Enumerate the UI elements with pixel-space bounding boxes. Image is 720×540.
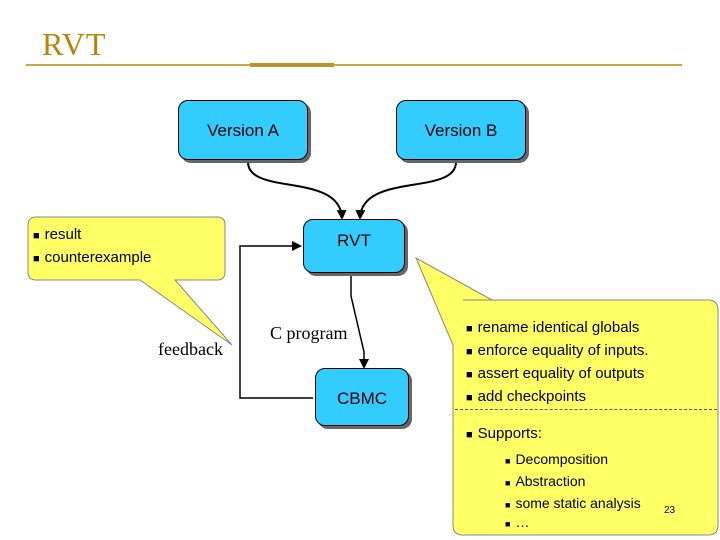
rvt-step-item: ■assert equality of outputs <box>466 365 645 382</box>
rvt-to-cbmc-arrow <box>350 274 369 369</box>
rvt-step-item: ■enforce equality of inputs. <box>466 342 649 359</box>
version-a-to-rvt-arrow <box>247 161 347 220</box>
feedback-label: feedback <box>158 339 223 359</box>
title-underline-accent <box>250 63 334 67</box>
version-b-to-rvt-arrow <box>355 161 457 220</box>
supports-list: ■Decomposition ■Abstraction ■some static… <box>505 449 641 531</box>
version-a-label: Version A <box>207 121 279 140</box>
result-callout-balloon <box>27 216 233 346</box>
supports-item: ■… <box>505 514 530 530</box>
version-b-label: Version B <box>424 121 498 140</box>
result-callout-item: ■counterexample <box>33 249 152 266</box>
result-callout-item: ■result <box>33 226 82 243</box>
version-a-box: Version A <box>178 100 308 160</box>
title-underline <box>26 64 682 66</box>
rvt-box: RVT <box>303 219 405 273</box>
version-b-box: Version B <box>396 100 526 160</box>
slide-title: RVT <box>42 26 107 62</box>
rvt-step-item: ■rename identical globals <box>466 319 640 336</box>
cbmc-box-label: CBMC <box>336 389 388 408</box>
feedback-loop-arrow <box>239 241 313 399</box>
rvt-callout-balloon <box>414 256 719 536</box>
supports-heading: ■Supports: <box>466 425 542 442</box>
callout-divider <box>455 409 717 410</box>
c-program-label: C program <box>270 323 348 343</box>
supports-item: ■Abstraction <box>505 473 586 489</box>
supports-item: ■Decomposition <box>505 451 609 467</box>
rvt-step-item: ■add checkpoints <box>466 388 587 405</box>
page-number: 23 <box>664 505 676 516</box>
supports-item: ■some static analysis <box>505 495 641 511</box>
result-callout-list: ■result ■counterexample <box>33 224 151 270</box>
rvt-box-label: RVT <box>337 231 371 250</box>
cbmc-box: CBMC <box>315 368 409 426</box>
rvt-steps-list: ■rename identical globals ■enforce equal… <box>466 317 649 409</box>
